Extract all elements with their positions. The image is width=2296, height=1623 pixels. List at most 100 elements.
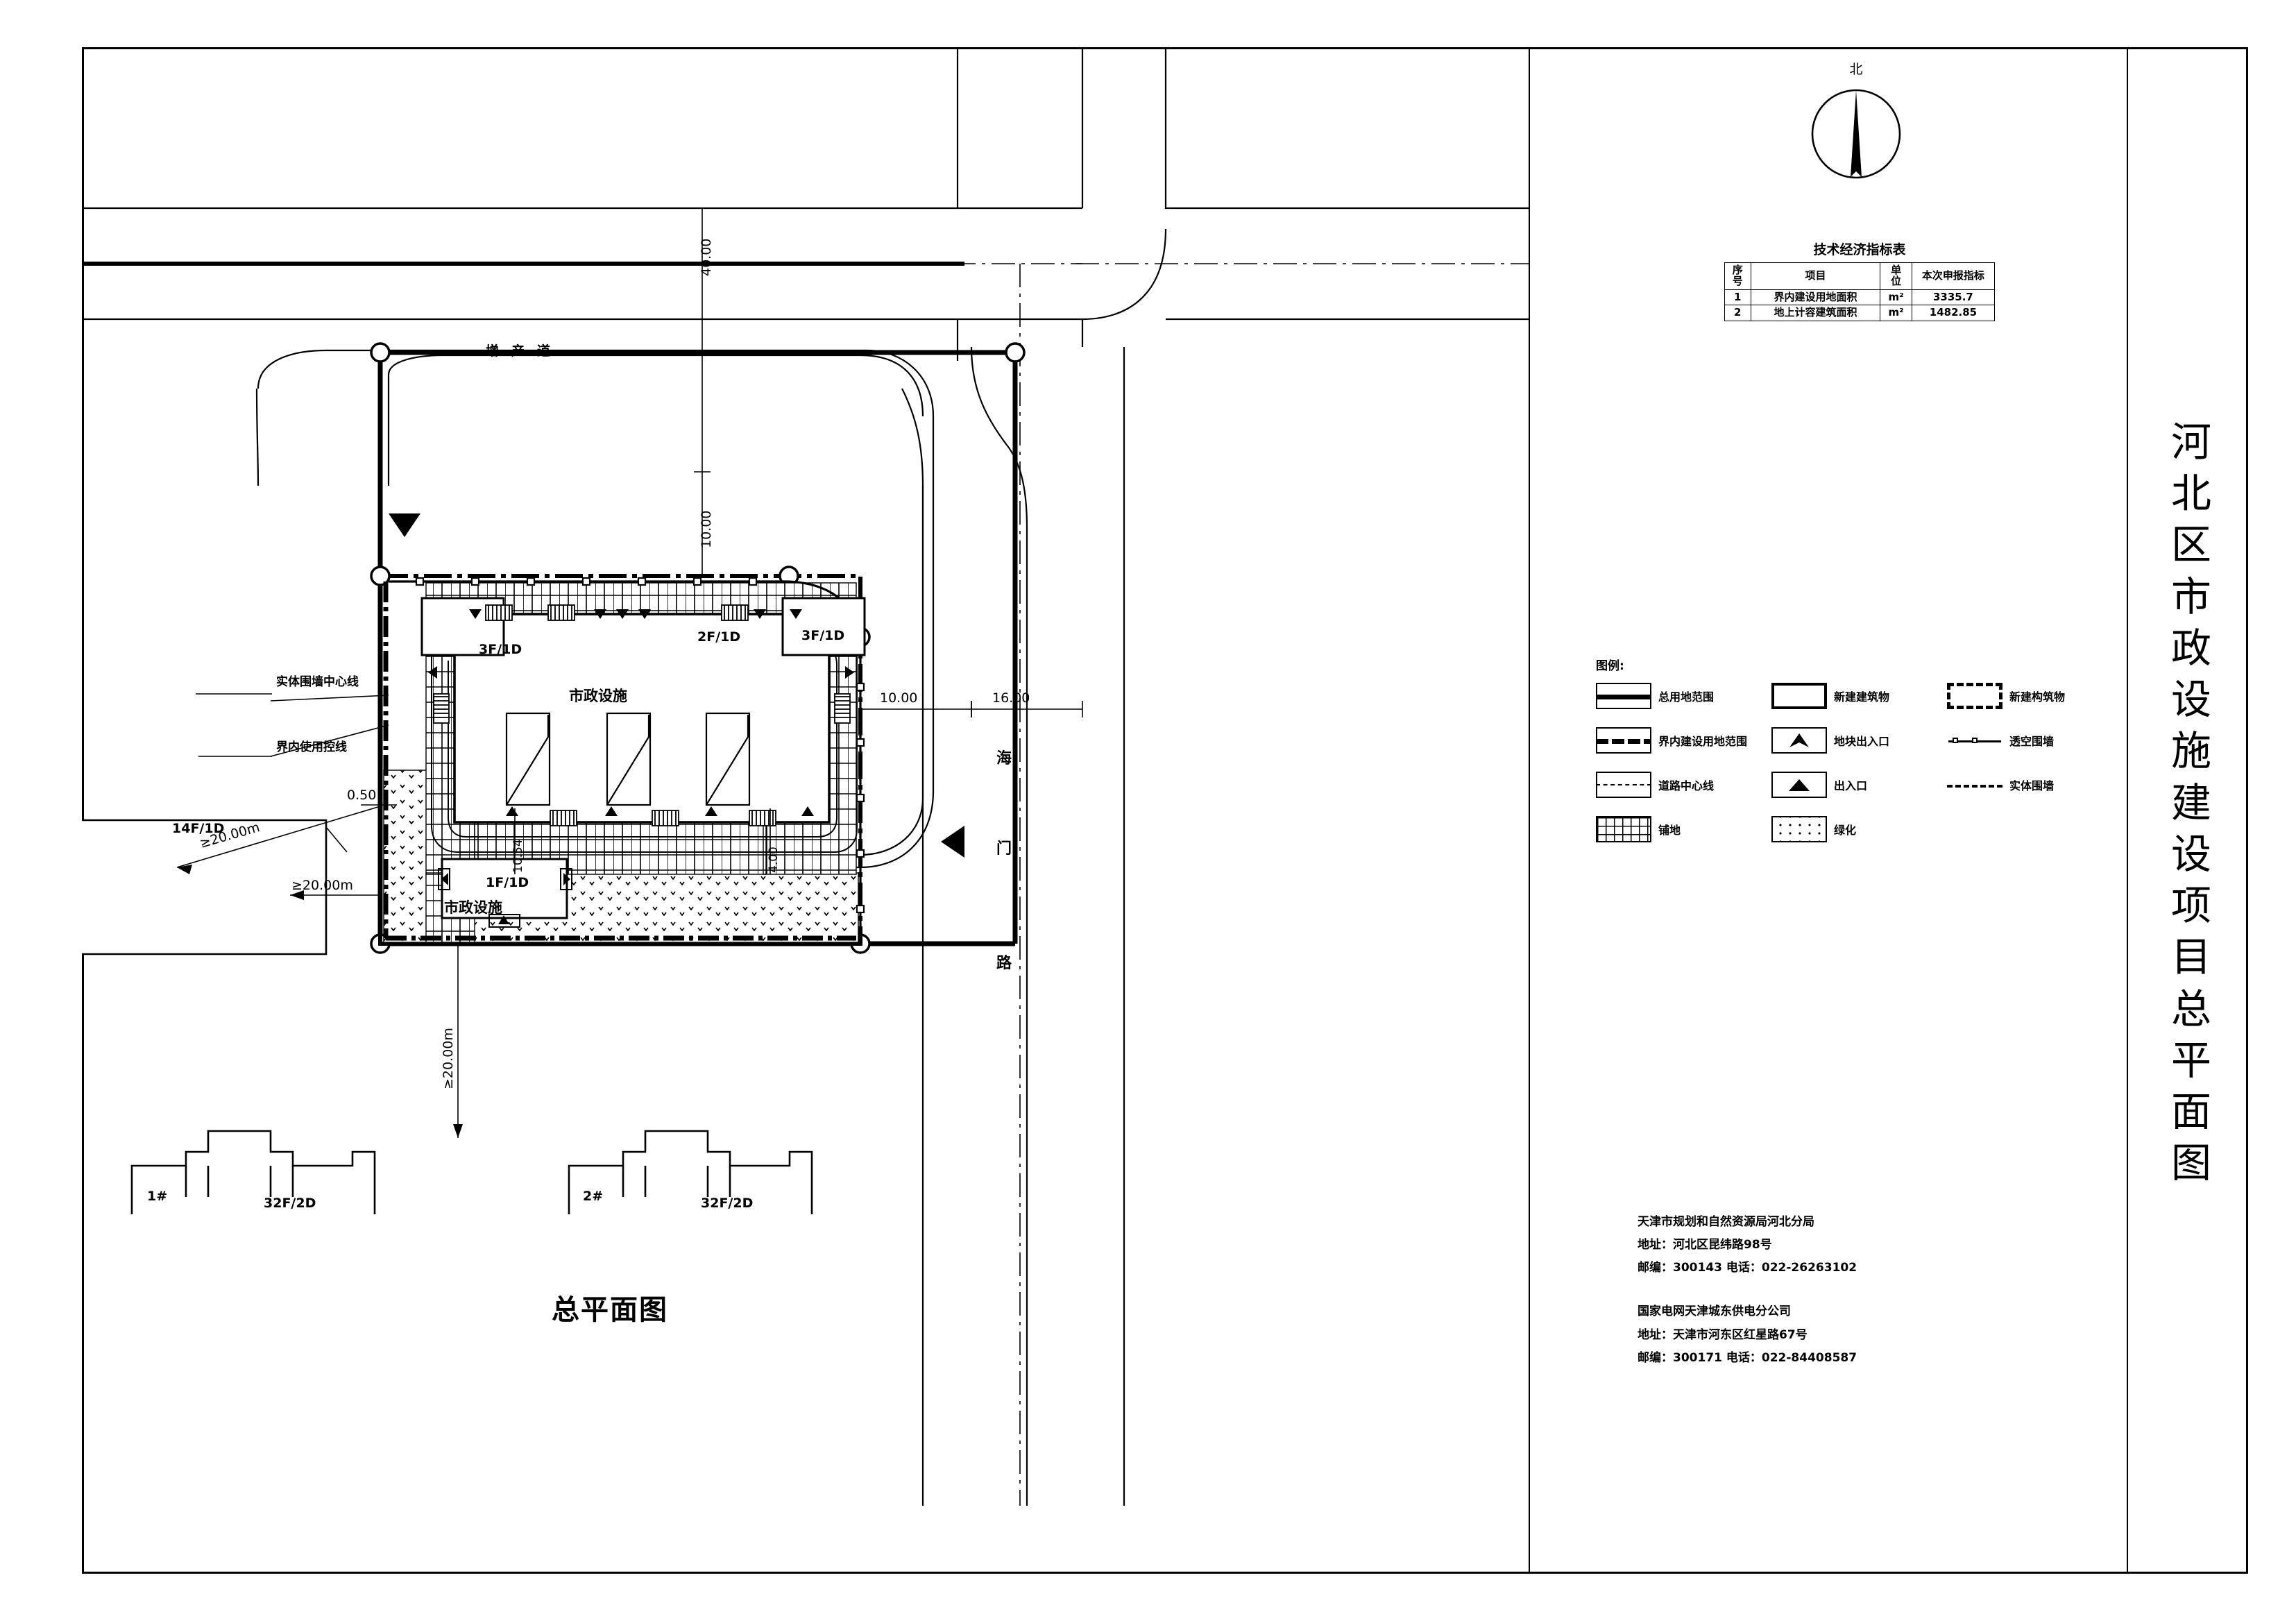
building-label-annex: 市政设施 bbox=[444, 899, 502, 916]
sheet-title-char: 区 bbox=[2170, 521, 2211, 569]
technical-indicator-table: 技术经济指标表 序号 项目 单位 本次申报指标 1 界内建设用地面积 m² 33… bbox=[1714, 239, 2005, 321]
new-structure-symbol-icon bbox=[1947, 683, 2002, 709]
legend-item-inner-land: 界内建设用地范围 bbox=[1596, 727, 1771, 754]
legend-item-new-structure: 新建构筑物 bbox=[1947, 683, 2123, 709]
floor-label-east-wing: 3F/1D bbox=[801, 628, 844, 643]
dim-20-horizontal: ≥20.00m bbox=[291, 878, 353, 893]
table-title: 技术经济指标表 bbox=[1813, 242, 1906, 257]
svg-text:路: 路 bbox=[996, 954, 1012, 972]
panel-divider-left bbox=[1529, 47, 1530, 1574]
contact-org: 国家电网天津城东供电分公司 bbox=[1638, 1305, 1791, 1319]
contact-block: 天津市规划和自然资源局河北分局 地址：河北区昆纬路98号 邮编：300143 电… bbox=[1638, 1211, 1857, 1280]
floor-label-2: 32F/2D bbox=[701, 1196, 753, 1211]
sheet-title-char: 施 bbox=[2170, 727, 2211, 775]
th-item: 项目 bbox=[1750, 262, 1881, 290]
cell-no: 1 bbox=[1724, 289, 1751, 306]
cell-unit: m² bbox=[1880, 289, 1912, 306]
sheet-title-char: 目 bbox=[2170, 933, 2211, 981]
legend-title: 图例: bbox=[1596, 659, 1624, 673]
open-fence-symbol-icon bbox=[1947, 727, 2002, 754]
contact-address: 地址：河北区昆纬路98号 bbox=[1638, 1238, 1772, 1252]
sheet-title-char: 市 bbox=[2170, 572, 2211, 620]
th-unit: 单位 bbox=[1880, 262, 1912, 290]
legend-row: 总用地范围 新建建筑物 新建构筑物 bbox=[1596, 683, 2123, 709]
building-label-2: 2# bbox=[583, 1189, 603, 1204]
plot-entrance-symbol-icon bbox=[1771, 727, 1827, 754]
legend-item-plot-entrance: 地块出入口 bbox=[1771, 727, 1947, 754]
table-row: 2 地上计容建筑面积 m² 1482.85 bbox=[1724, 305, 1996, 321]
svg-text:门: 门 bbox=[996, 840, 1012, 858]
sheet-title-char: 设 bbox=[2170, 676, 2211, 724]
dim-10-h: 10.00 bbox=[880, 690, 917, 706]
legend-item-road-centerline: 道路中心线 bbox=[1596, 772, 1771, 798]
site-plan-drawing: 增产道 市政设施 3F/1D 2F/1D 3F/1D 1F/1D 市政设施 14… bbox=[82, 47, 1529, 1506]
sheet-title-char: 项 bbox=[2170, 882, 2211, 930]
floor-label-1: 32F/2D bbox=[264, 1196, 316, 1211]
sheet-title-char: 总 bbox=[2170, 985, 2211, 1033]
contact-info: 天津市规划和自然资源局河北分局 地址：河北区昆纬路98号 邮编：300143 电… bbox=[1638, 1211, 1857, 1391]
legend: 图例: 总用地范围 新建建筑物 新建构筑物 界内建设用地范 bbox=[1596, 656, 2123, 860]
svg-text:海: 海 bbox=[996, 749, 1012, 767]
sheet-title-char: 平 bbox=[2170, 1036, 2211, 1084]
legend-row: 铺地 绿化 bbox=[1596, 816, 2123, 842]
compass-icon bbox=[1811, 89, 1901, 179]
contact-postcode-phone: 邮编：300171 电话：022-84408587 bbox=[1638, 1350, 1857, 1365]
sheet-title-char: 设 bbox=[2170, 830, 2211, 878]
dim-400: 4.00 bbox=[767, 847, 781, 873]
legend-row: 界内建设用地范围 地块出入口 透空围墙 bbox=[1596, 727, 2123, 754]
north-arrow: 北 bbox=[1797, 59, 1915, 191]
drawing-caption: 总平面图 bbox=[552, 1294, 668, 1326]
paving-symbol-icon bbox=[1596, 816, 1651, 842]
legend-label: 铺地 bbox=[1658, 824, 1681, 837]
cell-unit: m² bbox=[1880, 305, 1912, 321]
sheet-title-char: 北 bbox=[2170, 470, 2211, 518]
new-building-symbol-icon bbox=[1771, 683, 1827, 709]
legend-label: 总用地范围 bbox=[1658, 690, 1715, 704]
sheet-title-char: 面 bbox=[2170, 1088, 2211, 1136]
th-value: 本次申报指标 bbox=[1911, 262, 1996, 290]
table-header-row: 序号 项目 单位 本次申报指标 bbox=[1724, 262, 1996, 290]
dim-10-v: 10.00 bbox=[699, 511, 714, 548]
legend-label: 实体围墙 bbox=[2009, 779, 2055, 792]
inner-land-symbol-icon bbox=[1596, 727, 1651, 754]
road-label-zengchandao: 增产道 bbox=[486, 343, 563, 359]
th-no: 序号 bbox=[1724, 262, 1751, 290]
dim-1054: 10.54 bbox=[511, 839, 525, 873]
road-centerline-symbol-icon bbox=[1596, 772, 1651, 798]
legend-item-open-fence: 透空围墙 bbox=[1947, 727, 2123, 754]
cell-no: 2 bbox=[1724, 305, 1751, 321]
road-label-haimenlu: 海 门 路 bbox=[996, 749, 1012, 972]
sheet-title-char: 建 bbox=[2170, 779, 2211, 826]
table-row: 1 界内建设用地面积 m² 3335.7 bbox=[1724, 289, 1996, 306]
sheet-title-char: 图 bbox=[2170, 1139, 2211, 1187]
sheet-title-char: 河 bbox=[2170, 418, 2211, 466]
floor-label-annex: 1F/1D bbox=[486, 875, 529, 890]
legend-item-total-land: 总用地范围 bbox=[1596, 683, 1771, 709]
sheet-title-vertical: 河北区市政设施建设项目总平面图 bbox=[2143, 416, 2240, 1189]
cell-item: 界内建设用地面积 bbox=[1750, 289, 1881, 306]
legend-label: 道路中心线 bbox=[1658, 779, 1715, 792]
north-label: 北 bbox=[1849, 62, 1863, 77]
cell-item: 地上计容建筑面积 bbox=[1750, 305, 1881, 321]
legend-label: 地块出入口 bbox=[1834, 735, 1890, 748]
building-label-1: 1# bbox=[147, 1189, 167, 1204]
total-land-symbol-icon bbox=[1596, 683, 1651, 709]
floor-label-neighbor-west: 14F/1D bbox=[172, 821, 224, 836]
contact-postcode-phone: 邮编：300143 电话：022-26263102 bbox=[1638, 1261, 1857, 1275]
legend-item-solid-fence: 实体围墙 bbox=[1947, 772, 2123, 798]
contact-address: 地址：天津市河东区红星路67号 bbox=[1638, 1327, 1808, 1342]
dim-050: 0.50 bbox=[347, 788, 376, 803]
dim-20-vertical: ≥20.00m bbox=[441, 1028, 456, 1089]
dim-16: 16.00 bbox=[992, 690, 1030, 706]
legend-row: 道路中心线 出入口 实体围墙 bbox=[1596, 772, 2123, 798]
legend-item-new-building: 新建建筑物 bbox=[1771, 683, 1947, 709]
legend-label: 新建构筑物 bbox=[2009, 690, 2066, 704]
legend-item-greening: 绿化 bbox=[1771, 816, 1947, 842]
solid-fence-symbol-icon bbox=[1947, 772, 2002, 798]
cell-value: 3335.7 bbox=[1911, 289, 1996, 306]
legend-item-entrance: 出入口 bbox=[1771, 772, 1947, 798]
legend-item-paving: 铺地 bbox=[1596, 816, 1771, 842]
sheet-title-char: 政 bbox=[2170, 624, 2211, 672]
contact-block: 国家电网天津城东供电分公司 地址：天津市河东区红星路67号 邮编：300171 … bbox=[1638, 1300, 1857, 1369]
legend-label: 新建建筑物 bbox=[1834, 690, 1890, 704]
